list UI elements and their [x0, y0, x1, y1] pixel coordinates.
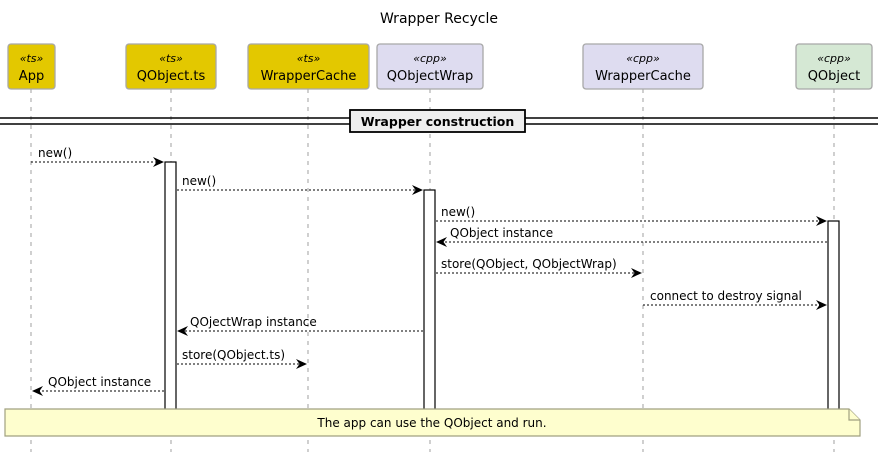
participant-box-app[interactable] [7, 43, 56, 90]
section-divider-layer: Wrapper construction [0, 109, 878, 133]
participant-qobject_cpp[interactable]: «cpp» QObject [795, 43, 873, 90]
participant-name-qobjectwrap_cpp: QObjectWrap [387, 69, 473, 84]
participant-name-app: App [19, 69, 44, 84]
activations-layer [164, 161, 840, 413]
participant-box-qobject_ts[interactable] [125, 43, 217, 90]
participant-name-qobject_ts: QObject.ts [137, 69, 206, 84]
participant-stereotype-qobjectwrap_cpp: «cpp» [413, 52, 447, 65]
message-label-msg-3: new() [441, 205, 475, 219]
participant-box-qobject_cpp[interactable] [795, 43, 873, 90]
participant-name-qobject_cpp: QObject [808, 69, 861, 84]
participant-stereotype-wrappercache_ts: «ts» [297, 52, 321, 65]
participant-stereotype-qobject_cpp: «cpp» [817, 52, 851, 65]
participant-box-qobjectwrap_cpp[interactable] [376, 43, 484, 90]
message-label-msg-7: QOjectWrap instance [190, 315, 317, 329]
participants-layer: «ts»App«ts»QObject.ts«ts»WrapperCache«cp… [7, 43, 873, 90]
section-divider-label: Wrapper construction [361, 114, 515, 129]
footer-note-body [4, 408, 861, 437]
activation-bar-qobjectwrap_cpp [423, 189, 436, 413]
participant-box-wrappercache_ts[interactable] [247, 43, 370, 90]
diagram-title: Wrapper Recycle [380, 11, 498, 27]
participant-name-wrappercache_cpp: WrapperCache [595, 69, 691, 84]
participant-qobject_ts[interactable]: «ts» QObject.ts [125, 43, 217, 90]
participant-name-wrappercache_ts: WrapperCache [261, 69, 357, 84]
message-label-msg-5: store(QObject, QObjectWrap) [441, 257, 617, 271]
section-divider-box [349, 109, 526, 133]
footer-note-text: The app can use the QObject and run. [316, 416, 546, 430]
message-label-msg-9: QObject instance [48, 375, 151, 389]
participant-qobjectwrap_cpp[interactable]: «cpp» QObjectWrap [376, 43, 484, 90]
footer-note-fold-corner [848, 409, 860, 421]
participant-stereotype-app: «ts» [20, 52, 44, 65]
message-label-msg-6: connect to destroy signal [650, 289, 802, 303]
message-label-msg-1: new() [38, 146, 72, 160]
participant-wrappercache_cpp[interactable]: «cpp» WrapperCache [582, 43, 704, 90]
participant-wrappercache_ts[interactable]: «ts» WrapperCache [247, 43, 370, 90]
activation-bar-qobject_ts [164, 161, 177, 413]
participant-app[interactable]: «ts» App [7, 43, 56, 90]
participant-stereotype-wrappercache_cpp: «cpp» [626, 52, 660, 65]
message-label-msg-2: new() [182, 174, 216, 188]
participant-box-wrappercache_cpp[interactable] [582, 43, 704, 90]
message-label-msg-4: QObject instance [450, 226, 553, 240]
participant-stereotype-qobject_ts: «ts» [159, 52, 183, 65]
footer-note-layer: The app can use the QObject and run. [4, 408, 861, 437]
message-label-msg-8: store(QObject.ts) [182, 348, 285, 362]
activation-bar-qobject_cpp [827, 220, 840, 413]
messages-layer: new() new() new() QObject instance store(QOb… [31, 146, 827, 396]
